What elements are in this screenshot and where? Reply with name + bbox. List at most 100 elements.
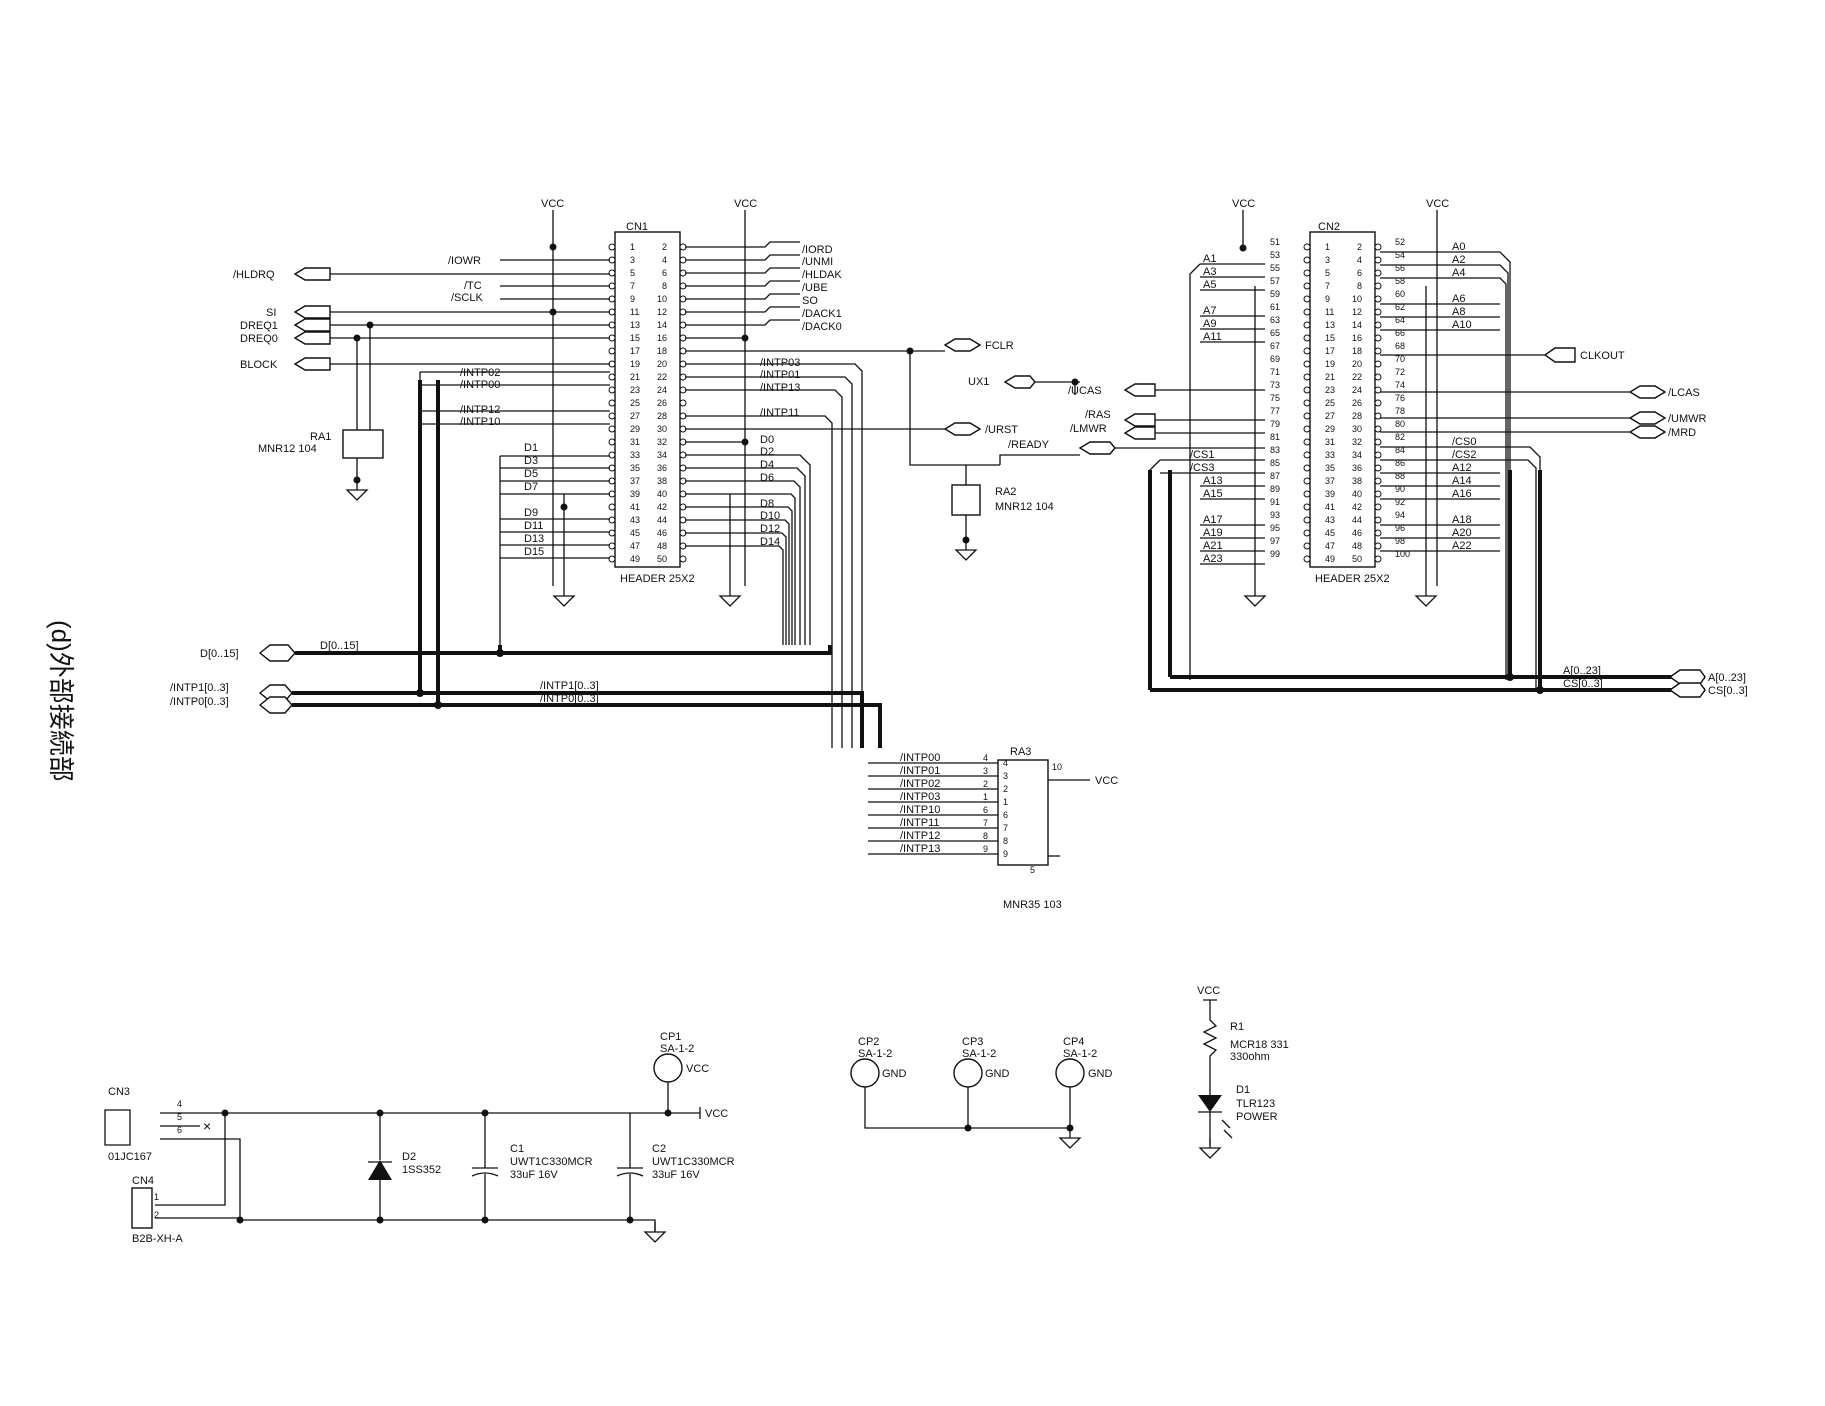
- port-lcas: /LCAS: [1668, 387, 1700, 399]
- pin-number: 16: [1352, 333, 1362, 343]
- net-label: /DACK1: [802, 308, 842, 320]
- ground-symbol: [553, 585, 575, 607]
- pin-number: 76: [1395, 393, 1405, 403]
- c2-value: 33uF 16V: [652, 1169, 700, 1181]
- net-label: D5: [524, 468, 538, 480]
- pin-number: 51: [1270, 237, 1280, 247]
- pin-number: 39: [630, 489, 640, 499]
- pin-terminal: [1374, 321, 1382, 329]
- ra3-pin-left: 4: [983, 753, 988, 763]
- pin-number: 7: [630, 281, 635, 291]
- port-fclr: FCLR: [985, 340, 1014, 352]
- pin-terminal: [608, 503, 616, 511]
- pin-number: 22: [657, 372, 667, 382]
- pin-number: 67: [1270, 341, 1280, 351]
- no-connect-mark: ×: [203, 1118, 211, 1134]
- pin-terminal: [1374, 256, 1382, 264]
- bus-wires: D[0..15] D[0..15] /INTP1[0..3] /INTP0[0.…: [170, 380, 882, 748]
- net-label: A22: [1452, 540, 1472, 552]
- pin-terminal: [1374, 555, 1382, 563]
- ra3-net-label: /INTP11: [900, 817, 940, 829]
- pin-terminal: [1303, 399, 1311, 407]
- pin-terminal: [1374, 282, 1382, 290]
- ra3-pin-inner: 7: [1003, 823, 1008, 833]
- net-label: A18: [1452, 514, 1472, 526]
- cn3-part: 01JC167: [108, 1151, 152, 1163]
- ra3-pin-left: 3: [983, 766, 988, 776]
- power-input-section: CN3 01JC167 4 5 6 × CN4 B2B-XH-A 1 2 D2 …: [104, 1086, 735, 1245]
- pin-number: 86: [1395, 458, 1405, 468]
- pin-number: 32: [657, 437, 667, 447]
- pin-number: 5: [1325, 268, 1330, 278]
- pin-terminal: [608, 399, 616, 407]
- cn1-connector: CN1 HEADER 25X2 135791113151719212325272…: [541, 198, 757, 607]
- pin-number: 50: [1352, 554, 1362, 564]
- pin-number: 43: [1325, 515, 1335, 525]
- cn1-right-ports: FCLR /URST /READY UX1: [906, 338, 1116, 466]
- ra3-pin-inner: 1: [1003, 797, 1008, 807]
- pin-number: 2: [1357, 242, 1362, 252]
- pin-number: 89: [1270, 484, 1280, 494]
- ra2-part: MNR12 104: [995, 501, 1054, 513]
- pin-number: 6: [1357, 268, 1362, 278]
- ra1-resistor-array: RA1 MNR12 104: [258, 325, 384, 501]
- pin-number: 7: [1325, 281, 1330, 291]
- pin-number: 44: [657, 515, 667, 525]
- pin-number: 47: [630, 541, 640, 551]
- pin-number: 3: [630, 255, 635, 265]
- pin-number: 42: [657, 502, 667, 512]
- port-block: BLOCK: [240, 359, 278, 371]
- cn2-vcc-right: VCC: [1426, 198, 1449, 210]
- pin-terminal: [1374, 542, 1382, 550]
- ra3-net-label: /INTP13: [900, 843, 940, 855]
- pin-number: 28: [1352, 411, 1362, 421]
- net-label: A4: [1452, 267, 1465, 279]
- pin-number: 17: [630, 346, 640, 356]
- ra3-pin-inner: 3: [1003, 771, 1008, 781]
- d1-label: POWER: [1236, 1111, 1278, 1123]
- pin-terminal: [608, 438, 616, 446]
- pin-terminal: [1374, 438, 1382, 446]
- pin-terminal: [1374, 425, 1382, 433]
- pin-number: 35: [630, 463, 640, 473]
- net-label: /UNMI: [802, 256, 833, 268]
- pin-number: 5: [630, 268, 635, 278]
- net-label: D15: [524, 546, 544, 558]
- pin-number: 15: [1325, 333, 1335, 343]
- cn3-pin: 4: [177, 1099, 182, 1109]
- pin-number: 20: [657, 359, 667, 369]
- ra3-top-pin: 10: [1052, 762, 1062, 772]
- pin-number: 27: [1325, 411, 1335, 421]
- pin-number: 46: [1352, 528, 1362, 538]
- pin-number: 14: [1352, 320, 1362, 330]
- pin-terminal: [1303, 464, 1311, 472]
- net-label: A19: [1203, 527, 1223, 539]
- pin-number: 60: [1395, 289, 1405, 299]
- ra3-net-label: /INTP01: [900, 765, 940, 777]
- net-label: A23: [1203, 553, 1223, 565]
- r1-value: 330ohm: [1230, 1051, 1270, 1063]
- ra2-ref: RA2: [995, 486, 1016, 498]
- pin-number: 26: [1352, 398, 1362, 408]
- pin-number: 49: [630, 554, 640, 564]
- ra3-bottom-pin: 5: [1030, 865, 1035, 875]
- port-hldrq: /HLDRQ: [233, 269, 275, 281]
- pin-terminal: [608, 412, 616, 420]
- pin-terminal: [608, 243, 616, 251]
- ra3-net-label: /INTP10: [900, 804, 940, 816]
- pin-number: 26: [657, 398, 667, 408]
- pin-number: 40: [1352, 489, 1362, 499]
- net-label: A17: [1203, 514, 1223, 526]
- pin-terminal: [1374, 243, 1382, 251]
- pin-terminal: [1374, 529, 1382, 537]
- port-a-bus: A[0..23]: [1708, 672, 1746, 684]
- pin-terminal: [1303, 451, 1311, 459]
- net-label: D10: [760, 510, 780, 522]
- net-label: A5: [1203, 279, 1216, 291]
- checkpin-part: SA-1-2: [858, 1048, 892, 1060]
- ra3-vcc: VCC: [1095, 775, 1118, 787]
- cn1-ref: CN1: [626, 221, 648, 233]
- pin-terminal: [1374, 308, 1382, 316]
- cn2-left-nets: A1 A3 A5 A7 A9 A11 /CS1 /CS3 A13 A15 A17…: [1149, 253, 1265, 690]
